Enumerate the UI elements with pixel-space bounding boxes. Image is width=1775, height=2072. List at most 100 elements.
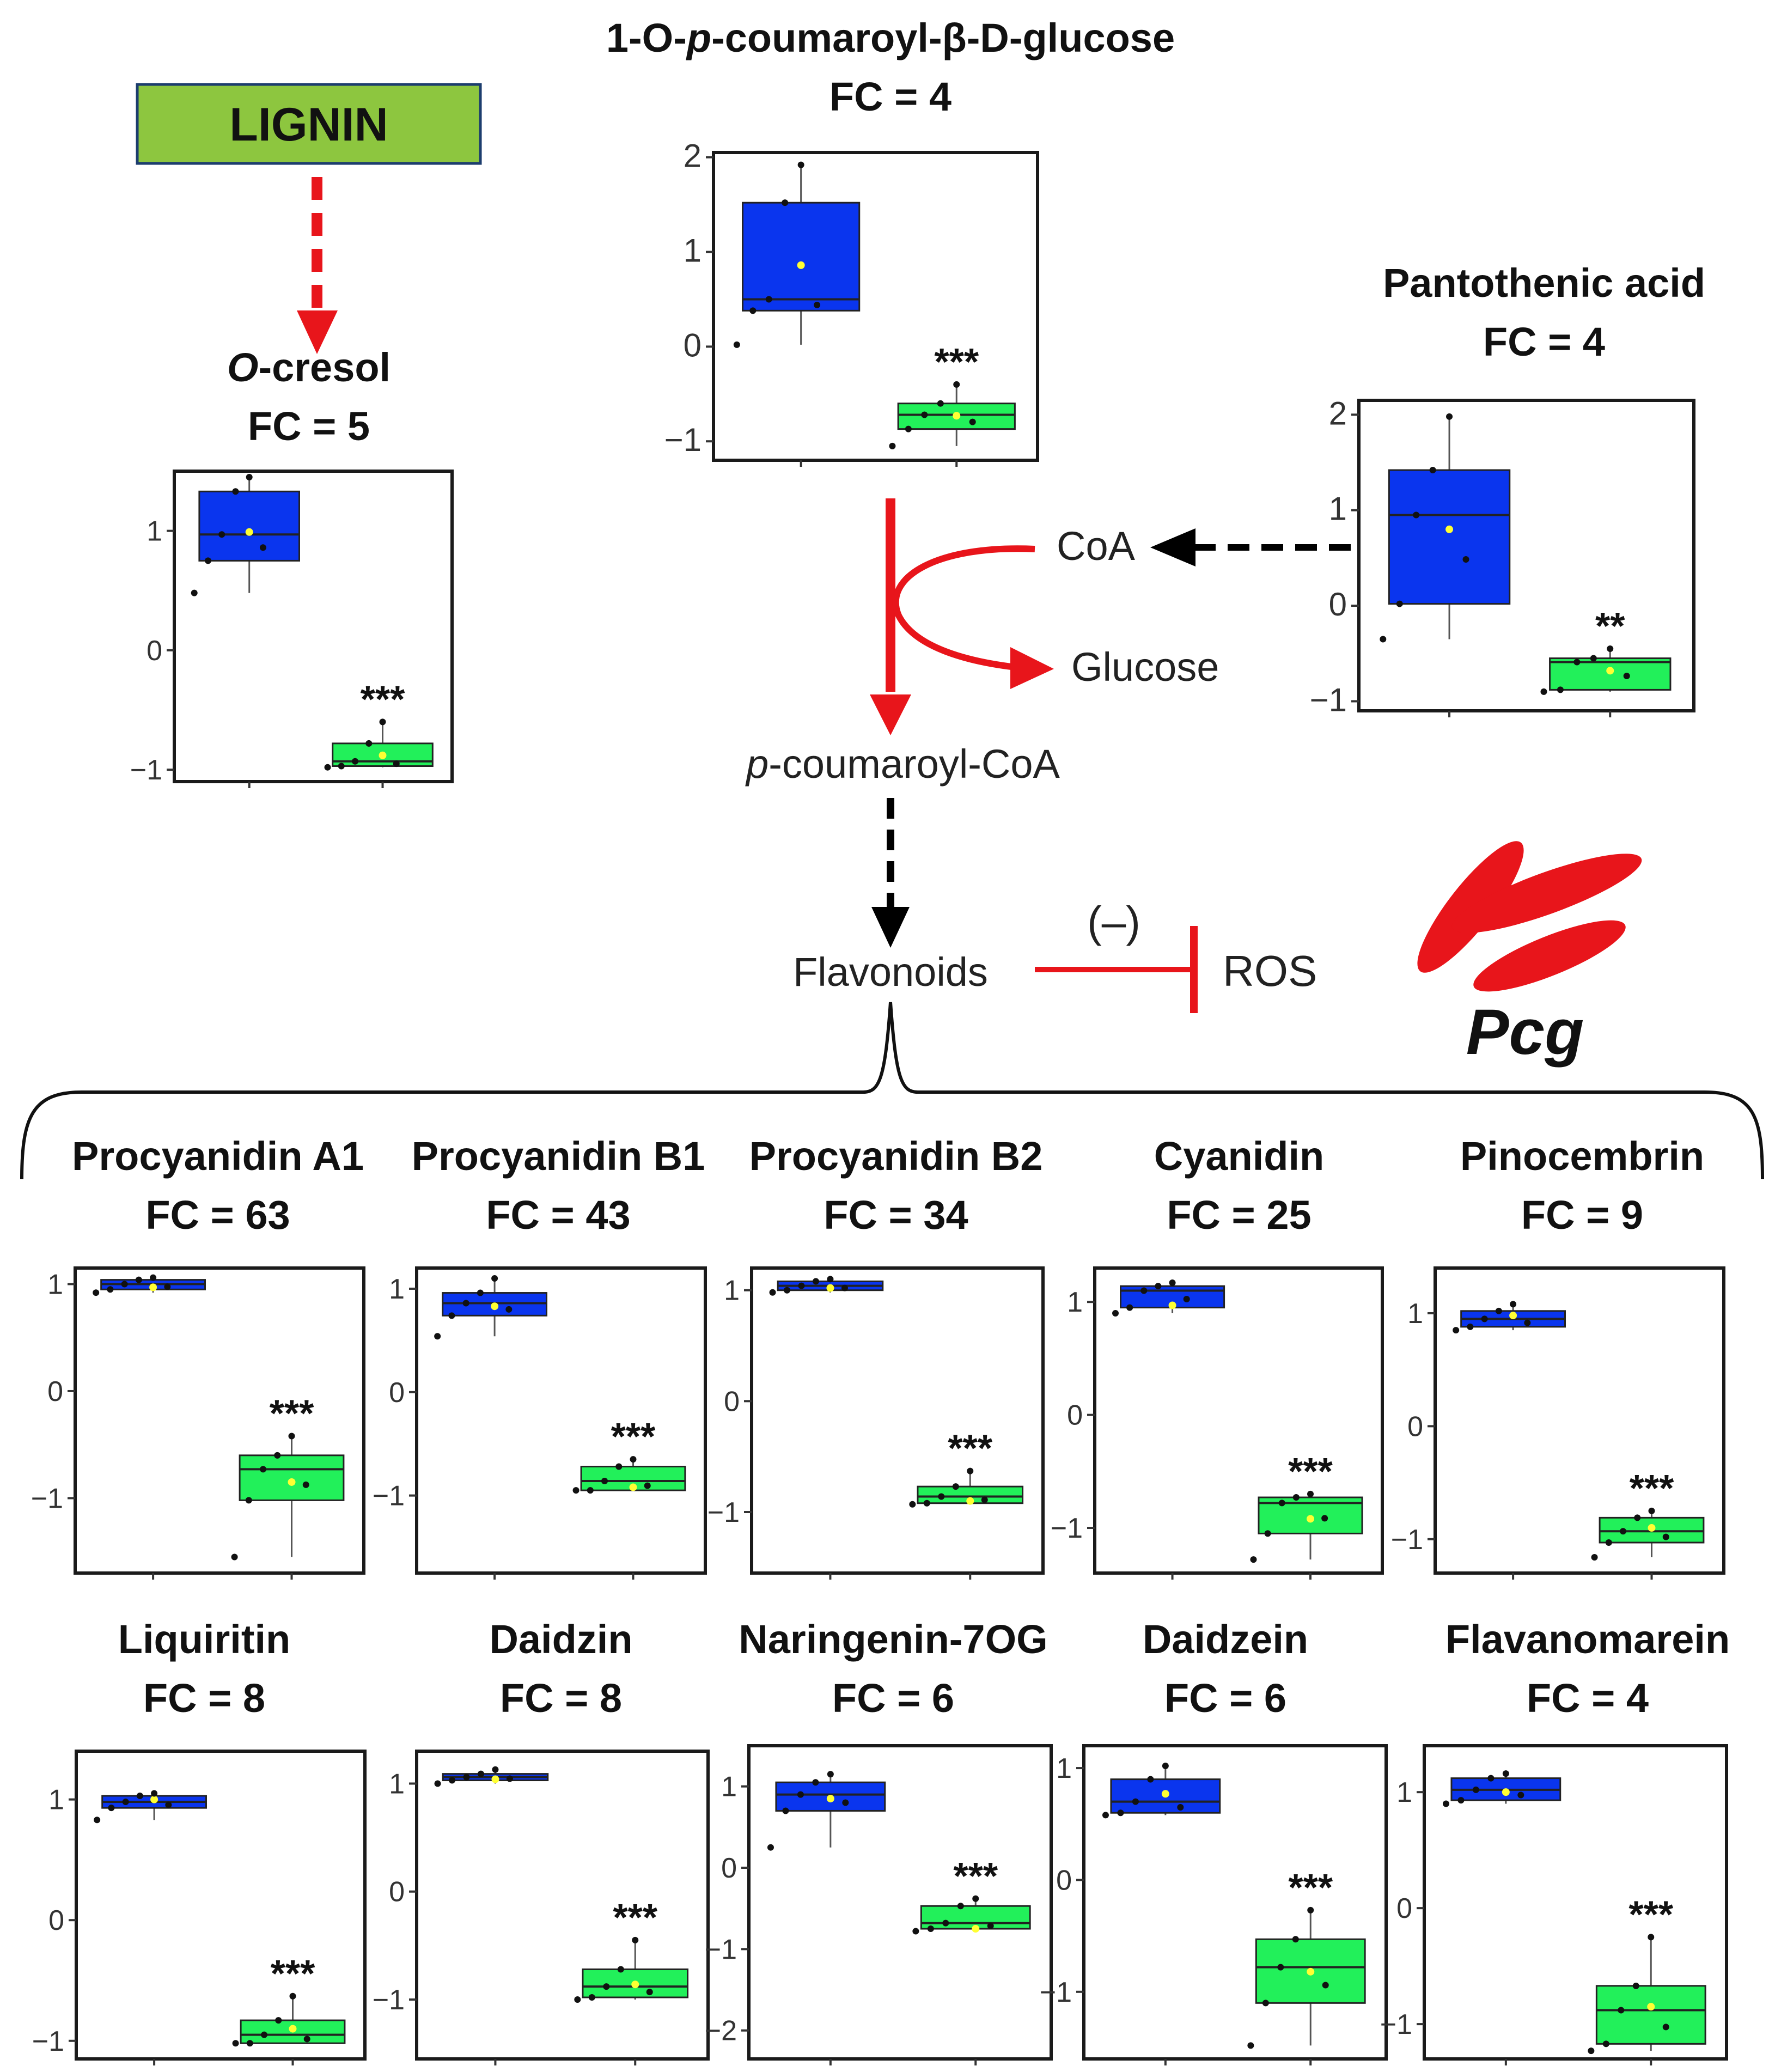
sample-point: [1573, 659, 1581, 666]
sample-point: [1442, 1800, 1449, 1807]
sample-point: [150, 1274, 157, 1281]
sample-point: [1510, 1301, 1517, 1308]
sample-point: [587, 1487, 594, 1494]
treated-mean: [966, 1497, 974, 1505]
treated-mean: [1606, 667, 1614, 675]
sample-point: [889, 442, 896, 449]
treated-mean: [288, 1478, 296, 1486]
y-tick-label: 0: [684, 327, 702, 363]
sample-point: [1322, 1982, 1329, 1989]
sample-point: [601, 1478, 608, 1485]
sample-point: [767, 1844, 774, 1851]
y-tick-label: −1: [1310, 681, 1347, 718]
sample-point: [1662, 1533, 1669, 1540]
y-tick-label: −1: [664, 422, 702, 458]
sample-point: [782, 1807, 789, 1814]
sample-point: [1264, 1530, 1271, 1537]
sample-point: [617, 1966, 624, 1973]
sample-point: [232, 488, 239, 495]
y-tick-label: 1: [1067, 1287, 1083, 1318]
sample-point: [245, 1497, 252, 1504]
lignin-label: LIGNIN: [229, 99, 388, 151]
flavonoid-brace: [20, 1002, 1764, 1180]
sample-point: [842, 1799, 849, 1806]
y-tick-label: −1: [373, 1984, 405, 2016]
sample-point: [972, 1895, 979, 1902]
significance-marker: ***: [1630, 1467, 1674, 1509]
sample-point: [812, 1779, 819, 1786]
ros-label: ROS: [1223, 947, 1317, 995]
control-box: [198, 490, 300, 562]
control-mean: [491, 1775, 499, 1783]
sample-point: [1177, 1803, 1184, 1811]
y-tick-label: 1: [389, 1273, 405, 1305]
treated-mean: [631, 1980, 639, 1989]
sample-point: [261, 2031, 268, 2038]
y-tick-label: 0: [724, 1386, 740, 1417]
chart-title: Pinocembrin: [1460, 1133, 1704, 1179]
y-tick-label: −1: [373, 1480, 405, 1512]
sample-point: [967, 1467, 974, 1474]
fold-change-label: FC = 63: [145, 1192, 290, 1238]
significance-marker: ***: [953, 1855, 998, 1897]
sample-point: [1602, 2040, 1609, 2047]
sample-point: [644, 1482, 651, 1489]
significance-marker: **: [1595, 605, 1625, 647]
inhibition-line: [1035, 926, 1198, 1013]
y-tick-label: −1: [707, 1497, 740, 1528]
sample-point: [969, 418, 976, 425]
sample-point: [1112, 1309, 1119, 1317]
chart-title: 1-O-p-coumaroyl-β-D-glucose: [606, 15, 1175, 60]
fold-change-label: FC = 4: [1483, 319, 1605, 364]
y-tick-label: 0: [1329, 586, 1347, 623]
sample-point: [827, 1771, 834, 1778]
sample-point: [1446, 413, 1453, 420]
sample-point: [107, 1286, 114, 1293]
sample-point: [303, 2036, 310, 2043]
control-mean: [797, 261, 805, 269]
y-tick-label: 0: [1396, 1893, 1412, 1924]
p-coumaroyl-coa-label: p-coumaroyl-CoA: [745, 741, 1060, 787]
sample-point: [603, 1983, 610, 1990]
sample-point: [338, 763, 345, 770]
sample-point: [952, 1483, 959, 1490]
sample-point: [797, 1791, 804, 1798]
sample-point: [572, 1487, 580, 1494]
sample-point: [1292, 1936, 1299, 1943]
sample-point: [491, 1275, 498, 1282]
control-box: [742, 202, 861, 312]
significance-marker: ***: [613, 1896, 657, 1939]
fold-change-label: FC = 6: [1164, 1675, 1286, 1721]
sample-point: [449, 1777, 456, 1784]
sample-point: [352, 758, 359, 765]
sample-point: [981, 1496, 988, 1503]
sample-point: [1147, 1776, 1154, 1783]
y-tick-label: 1: [389, 1768, 405, 1800]
sample-point: [231, 1553, 238, 1561]
y-tick-label: 0: [389, 1876, 405, 1908]
sample-point: [1380, 636, 1387, 643]
significance-marker: ***: [271, 1952, 315, 1995]
sample-point: [1618, 2007, 1625, 2014]
sample-point: [379, 718, 386, 726]
control-mean: [491, 1302, 499, 1311]
chart-title: O-cresol: [227, 345, 391, 390]
sample-point: [1413, 511, 1420, 519]
sample-point: [1481, 1315, 1488, 1323]
y-tick-label: 1: [721, 1771, 737, 1803]
sample-point: [937, 400, 944, 407]
treated-mean: [1307, 1967, 1315, 1976]
control-mean: [826, 1284, 834, 1292]
sample-point: [1307, 1906, 1314, 1913]
y-tick-label: 2: [684, 138, 702, 174]
sample-point: [1524, 1319, 1531, 1326]
sample-point: [1117, 1809, 1124, 1817]
sample-point: [275, 2017, 282, 2024]
sample-point: [1495, 1307, 1502, 1314]
sample-point: [797, 161, 804, 168]
